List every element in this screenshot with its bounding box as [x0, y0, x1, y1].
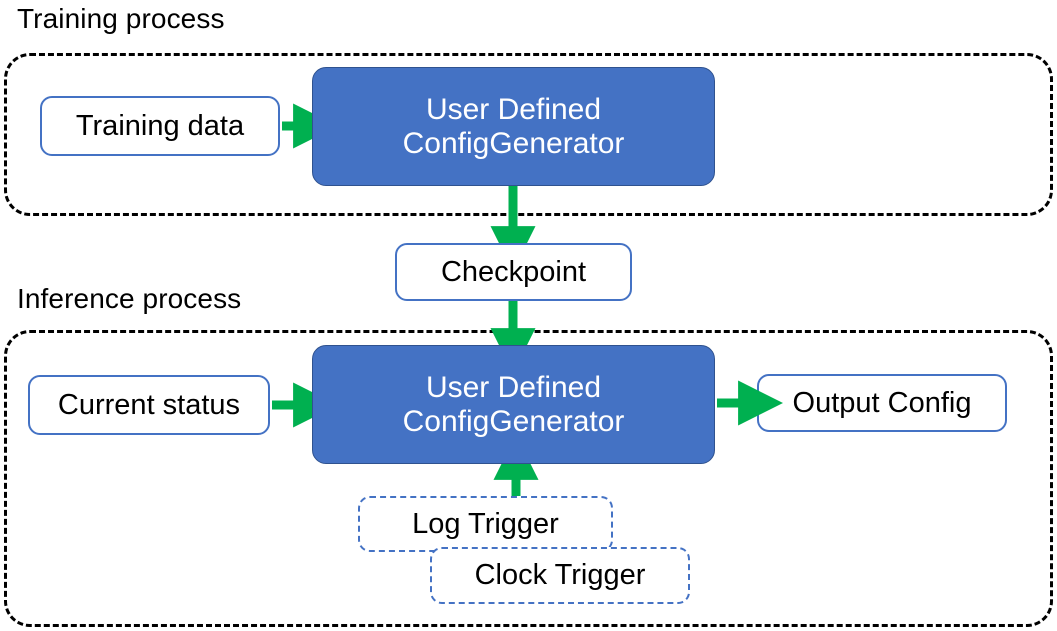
node-checkpoint-label: Checkpoint: [440, 255, 587, 288]
inference-process-title: Inference process: [17, 283, 242, 314]
node-inference-generator-label-line2: ConfigGenerator: [402, 404, 625, 438]
node-output-config[interactable]: Output Config: [757, 374, 1007, 432]
node-log-trigger-label: Log Trigger: [412, 507, 559, 540]
training-process-title: Training process: [17, 3, 225, 34]
node-checkpoint[interactable]: Checkpoint: [395, 243, 632, 301]
node-current-status[interactable]: Current status: [28, 375, 270, 435]
node-output-config-label: Output Config: [792, 386, 972, 419]
training-process-container: [4, 53, 1053, 216]
node-current-status-label: Current status: [57, 388, 241, 421]
node-training-data[interactable]: Training data: [40, 96, 280, 156]
node-training-generator-label-line1: User Defined: [425, 92, 602, 126]
node-training-user-defined-configgenerator[interactable]: User Defined ConfigGenerator: [312, 67, 715, 186]
node-inference-user-defined-configgenerator[interactable]: User Defined ConfigGenerator: [312, 345, 715, 464]
node-inference-generator-label-line1: User Defined: [425, 370, 602, 404]
node-log-trigger[interactable]: Log Trigger: [358, 496, 613, 552]
node-clock-trigger-label: Clock Trigger: [474, 559, 646, 592]
node-training-generator-label-line2: ConfigGenerator: [402, 126, 625, 160]
node-clock-trigger[interactable]: Clock Trigger: [430, 547, 690, 604]
node-training-data-label: Training data: [75, 109, 245, 142]
